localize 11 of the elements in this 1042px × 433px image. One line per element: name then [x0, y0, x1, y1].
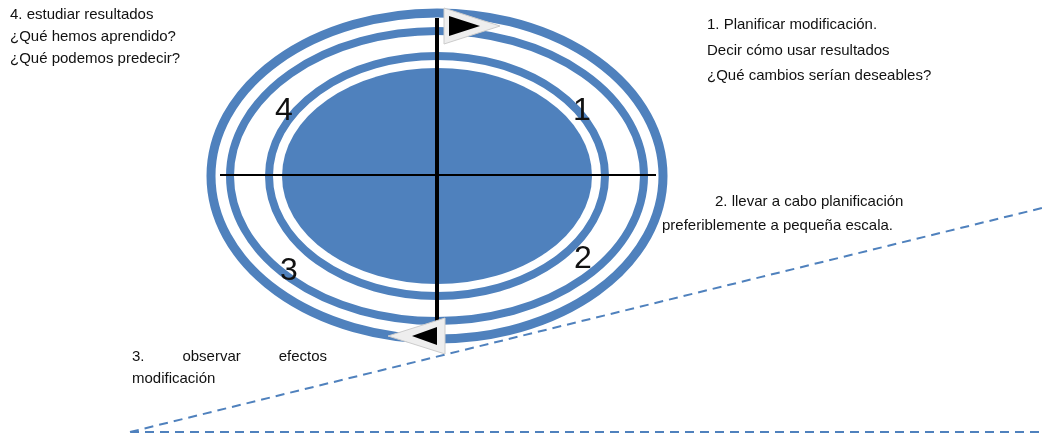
step-description: 3. observar efectos modificación [132, 346, 327, 388]
step-number: 4 [275, 92, 293, 126]
step-description: 2. llevar a cabo planificación [715, 192, 904, 210]
step-number: 2 [574, 240, 592, 274]
step-description: Decir cómo usar resultados [707, 41, 890, 59]
step-description: preferiblemente a pequeña escala. [662, 216, 893, 234]
step-description: ¿Qué hemos aprendido? [10, 27, 176, 45]
step-description: ¿Qué podemos predecir? [10, 49, 181, 67]
step-description: 1. Planificar modificación. [707, 15, 878, 33]
step-description: ¿Qué cambios serían deseables? [707, 66, 932, 84]
step-description: 4. estudiar resultados [10, 5, 154, 23]
